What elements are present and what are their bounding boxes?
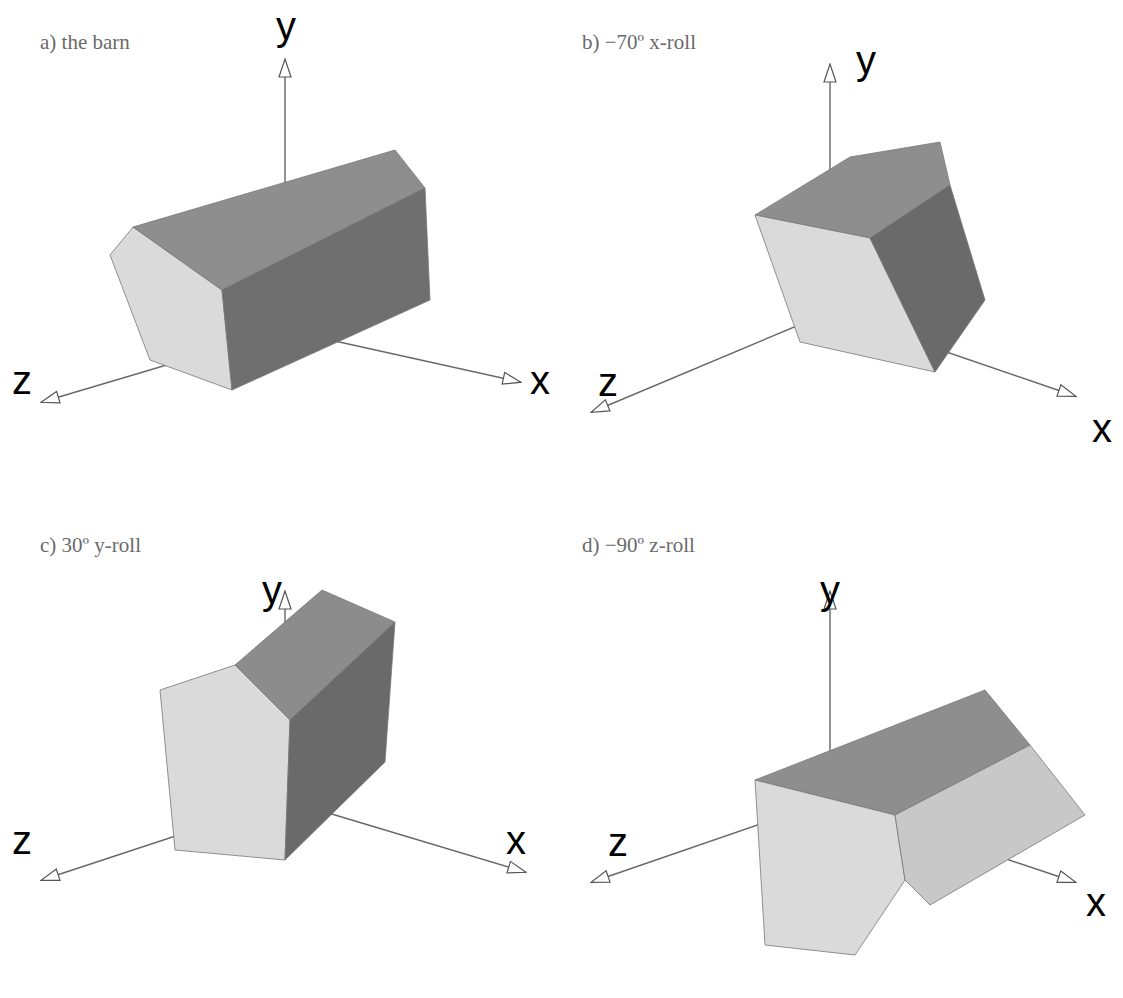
axis-label: y: [276, 6, 296, 46]
axis-label: z: [608, 822, 628, 862]
axis-label: y: [856, 40, 876, 80]
axis-label: z: [598, 362, 618, 402]
axis-label: y: [820, 570, 840, 610]
panel-caption: c) 30º y-roll: [40, 535, 141, 556]
barns: [110, 142, 1085, 955]
axis-label: x: [1086, 882, 1106, 922]
panel-caption: a) the barn: [40, 32, 130, 53]
axis-label: y: [262, 570, 282, 610]
panel-caption: b) −70º x-roll: [582, 32, 696, 53]
axis-label: x: [506, 820, 526, 860]
axis-label: z: [12, 360, 32, 400]
axis-label: x: [530, 360, 550, 400]
axis-label: x: [1092, 408, 1112, 448]
axes: [42, 60, 1075, 882]
axis-label: z: [12, 820, 32, 860]
panel-caption: d) −90º z-roll: [582, 535, 695, 556]
